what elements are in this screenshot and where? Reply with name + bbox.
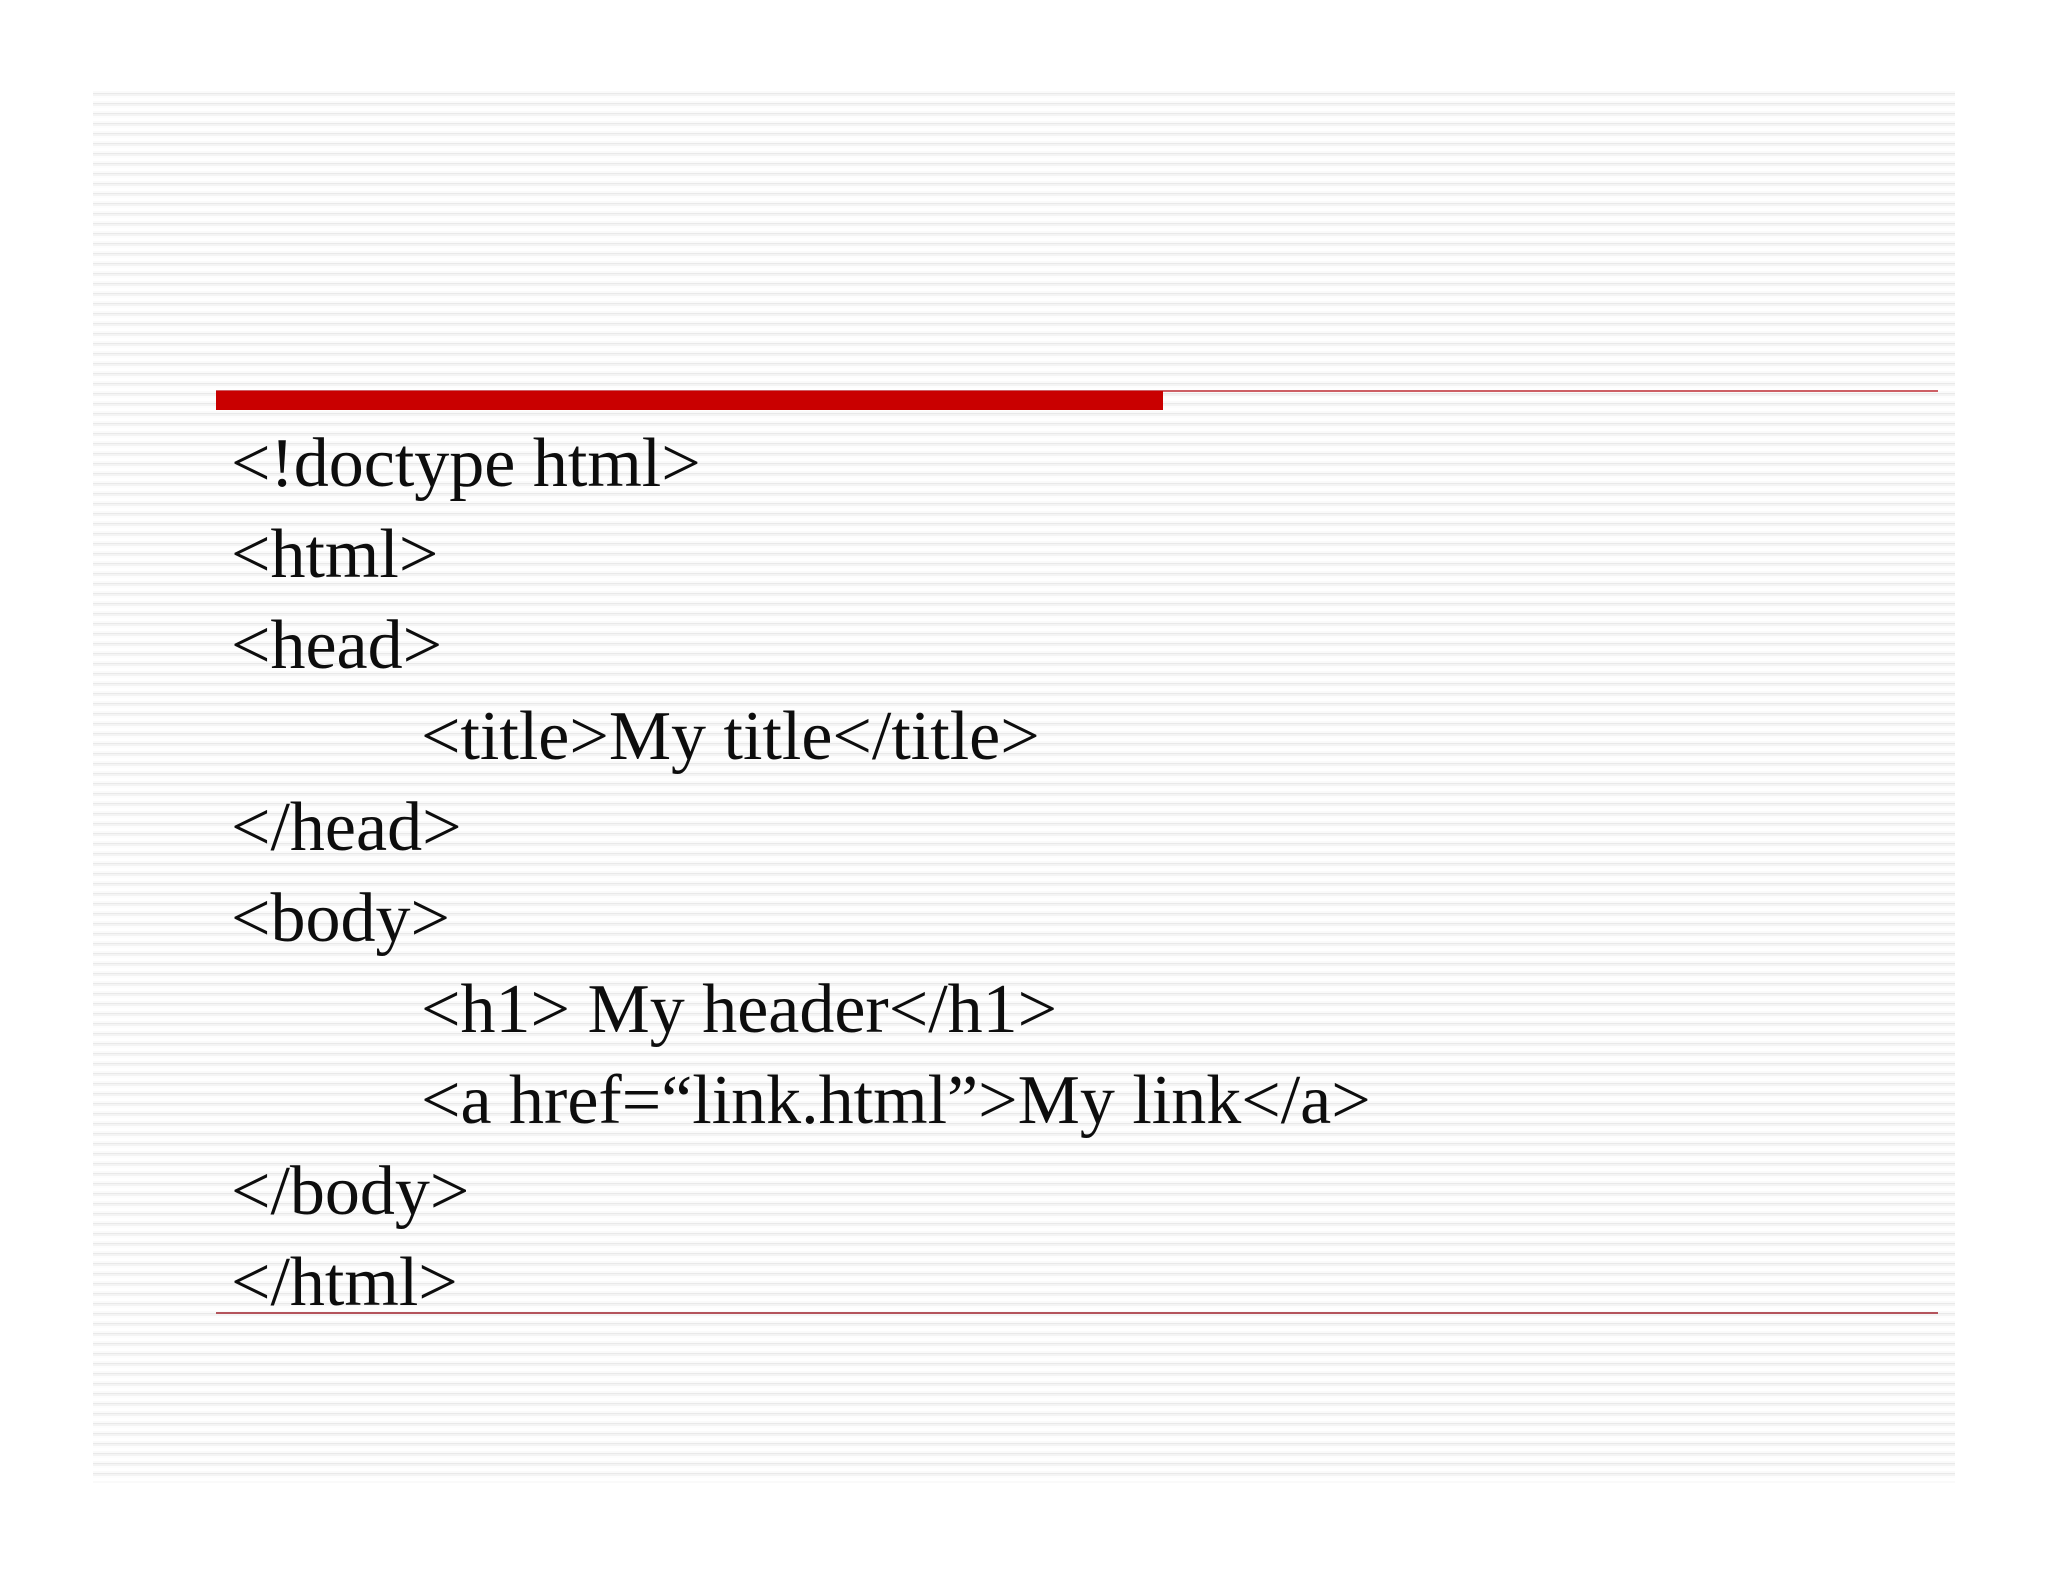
title-divider-accent-bar (216, 391, 1163, 410)
code-line: <a href=“link.html”>My link</a> (421, 1062, 1371, 1139)
slide-canvas: <!doctype html> <html> <head> <title>My … (93, 88, 1955, 1483)
code-line: <html> (231, 516, 439, 593)
code-line: <body> (231, 880, 450, 957)
code-line: </head> (231, 789, 462, 866)
code-line: </body> (231, 1153, 470, 1230)
bottom-divider-line (216, 1312, 1938, 1314)
title-divider (216, 388, 1938, 410)
code-line: <head> (231, 607, 443, 684)
code-line: <h1> My header</h1> (421, 971, 1058, 1048)
code-line: <title>My title</title> (421, 698, 1040, 775)
code-line: <!doctype html> (231, 425, 701, 502)
code-listing: <!doctype html> <html> <head> <title>My … (231, 418, 1911, 1328)
code-line: </html> (231, 1244, 458, 1321)
